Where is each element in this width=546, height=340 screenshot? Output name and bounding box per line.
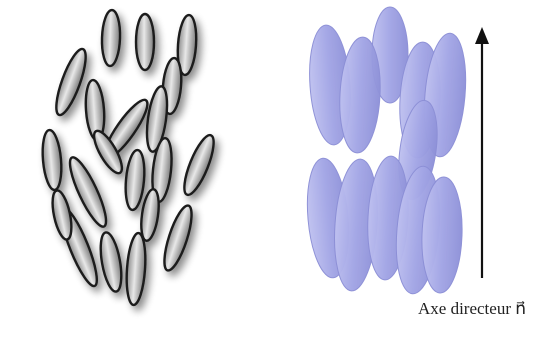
isotropic-molecule <box>40 129 63 190</box>
isotropic-molecule <box>179 132 220 198</box>
isotropic-molecule <box>136 14 154 70</box>
isotropic-molecule <box>159 203 197 273</box>
isotropic-molecule <box>123 149 146 210</box>
isotropic-molecule <box>97 231 125 293</box>
isotropic-molecule <box>49 189 75 241</box>
isotropic-molecule <box>101 10 121 67</box>
axis-director-label: Axe directeur n⃗ <box>418 299 526 319</box>
nematic-phase-panel <box>303 7 470 296</box>
director-arrow <box>475 27 489 278</box>
isotropic-phase-panel <box>40 10 219 306</box>
isotropic-molecule <box>125 232 148 305</box>
